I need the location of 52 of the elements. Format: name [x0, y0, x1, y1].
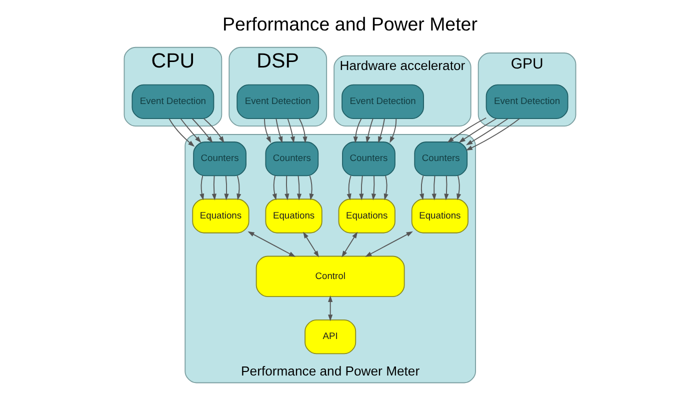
node-box: Event Detection	[236, 84, 320, 120]
node-box: API	[304, 320, 356, 354]
arrow	[466, 118, 520, 151]
arrow	[272, 175, 277, 200]
arrow	[432, 175, 436, 200]
node-box: Counters	[265, 142, 319, 176]
arrow	[248, 231, 296, 257]
arrow	[168, 118, 195, 147]
arrow	[390, 118, 397, 144]
arrow	[236, 175, 242, 200]
node-box: Control	[256, 256, 405, 298]
node-box: Event Detection	[342, 84, 424, 120]
arrow	[276, 118, 283, 144]
arrow	[447, 117, 487, 143]
arrow	[359, 175, 364, 200]
node-box: Equations	[265, 198, 322, 234]
node-box: Counters	[193, 142, 246, 176]
arrow	[309, 175, 314, 200]
arrow	[420, 175, 424, 200]
arrow	[203, 118, 224, 143]
diagram-title: Performance and Power Meter	[222, 14, 478, 35]
node-box: Equations	[338, 198, 396, 234]
arrow	[328, 295, 333, 322]
arrow	[180, 118, 202, 143]
arrow	[346, 175, 352, 200]
arrow	[303, 232, 320, 258]
arrow	[296, 175, 302, 200]
arrow	[384, 175, 388, 200]
arrow	[212, 175, 216, 200]
arrow	[378, 118, 385, 144]
arrow	[342, 232, 358, 258]
arrow	[444, 175, 449, 200]
arrow	[224, 175, 229, 200]
node-box: Counters	[414, 142, 468, 176]
node-box: Event Detection	[132, 84, 214, 120]
arrow	[458, 118, 497, 143]
arrow	[353, 118, 362, 144]
arrow	[287, 118, 295, 144]
arrow	[284, 175, 290, 200]
node-box: Event Detection	[486, 84, 568, 120]
arrow	[366, 118, 374, 144]
arrow	[371, 175, 376, 200]
arrow	[264, 118, 271, 144]
node-box: Equations	[411, 198, 468, 234]
arrow	[456, 175, 462, 200]
arrow	[192, 118, 213, 143]
arrow	[466, 118, 508, 146]
arrow	[298, 118, 308, 144]
node-box: Equations	[192, 198, 250, 234]
arrow	[365, 231, 413, 257]
node-box: Counters	[342, 142, 396, 176]
arrow	[200, 175, 204, 200]
